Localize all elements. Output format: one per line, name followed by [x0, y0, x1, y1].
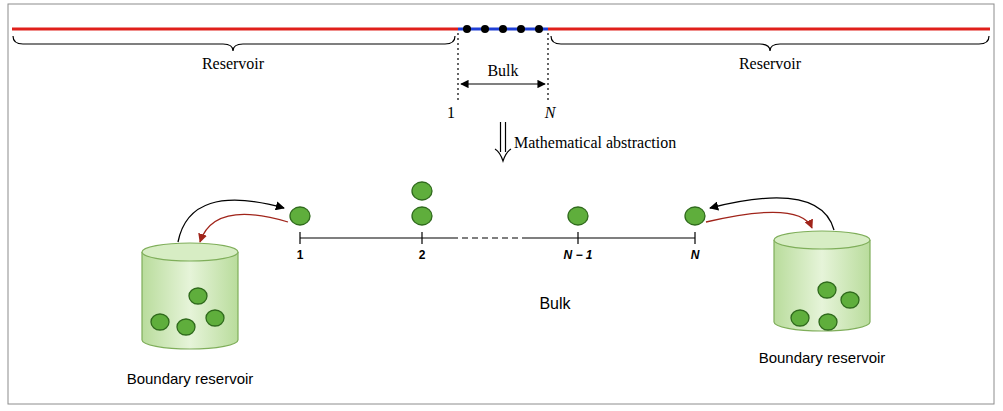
- bulk-span-arrow: [461, 83, 545, 84]
- reservoir-label: Boundary reservoir: [759, 350, 886, 367]
- frame: [8, 4, 994, 404]
- beaker-rim: [142, 243, 238, 261]
- extraction-arrow: [200, 214, 288, 242]
- site-dot: [463, 25, 471, 33]
- site-tick: [421, 232, 422, 244]
- region-label: Bulk: [539, 295, 570, 313]
- dotted-marker: [547, 33, 548, 102]
- particle: [206, 310, 224, 326]
- reservoir-beaker: [142, 252, 238, 349]
- site-index: 1: [447, 104, 455, 122]
- lattice-gap: [452, 237, 525, 238]
- site-index: 2: [419, 249, 426, 262]
- particle: [841, 292, 859, 308]
- implies-arrow-head: [495, 149, 511, 161]
- site-index: N − 1: [563, 249, 592, 262]
- lattice-line: [525, 237, 695, 238]
- particle: [151, 314, 169, 330]
- site-dot: [535, 25, 543, 33]
- region-label: Bulk: [487, 62, 518, 80]
- implies-arrow: [505, 122, 506, 152]
- particle: [412, 207, 432, 225]
- implies-arrow: [500, 122, 501, 152]
- particle: [819, 314, 837, 330]
- particle: [791, 310, 809, 326]
- site-index: N: [545, 104, 556, 122]
- site-index: N: [691, 249, 700, 262]
- particle: [685, 207, 705, 225]
- reservoir-label: Boundary reservoir: [127, 371, 254, 388]
- site-dot: [499, 25, 507, 33]
- site-dot: [517, 25, 525, 33]
- brace: [13, 36, 455, 51]
- injection-arrow: [710, 198, 834, 230]
- particle: [568, 207, 588, 225]
- reservoir-line: [548, 28, 990, 31]
- particle: [412, 182, 432, 200]
- region-label: Reservoir: [739, 55, 801, 73]
- site-index: 1: [297, 249, 304, 262]
- lattice-line: [300, 237, 452, 238]
- particle: [177, 319, 195, 335]
- transition-label: Mathematical abstraction: [514, 134, 676, 152]
- beaker-rim: [774, 231, 870, 249]
- site-tick: [694, 232, 695, 244]
- reservoir-beaker: [774, 240, 870, 331]
- site-dot: [481, 25, 489, 33]
- reservoir-line: [12, 28, 458, 31]
- site-tick: [299, 232, 300, 244]
- brace: [551, 36, 989, 51]
- site-tick: [577, 232, 578, 244]
- extraction-arrow: [706, 212, 812, 228]
- dotted-marker: [457, 33, 458, 102]
- particle: [818, 282, 836, 298]
- region-label: Reservoir: [202, 55, 264, 73]
- particle: [290, 207, 310, 225]
- particle: [189, 288, 207, 304]
- injection-arrow: [178, 200, 284, 242]
